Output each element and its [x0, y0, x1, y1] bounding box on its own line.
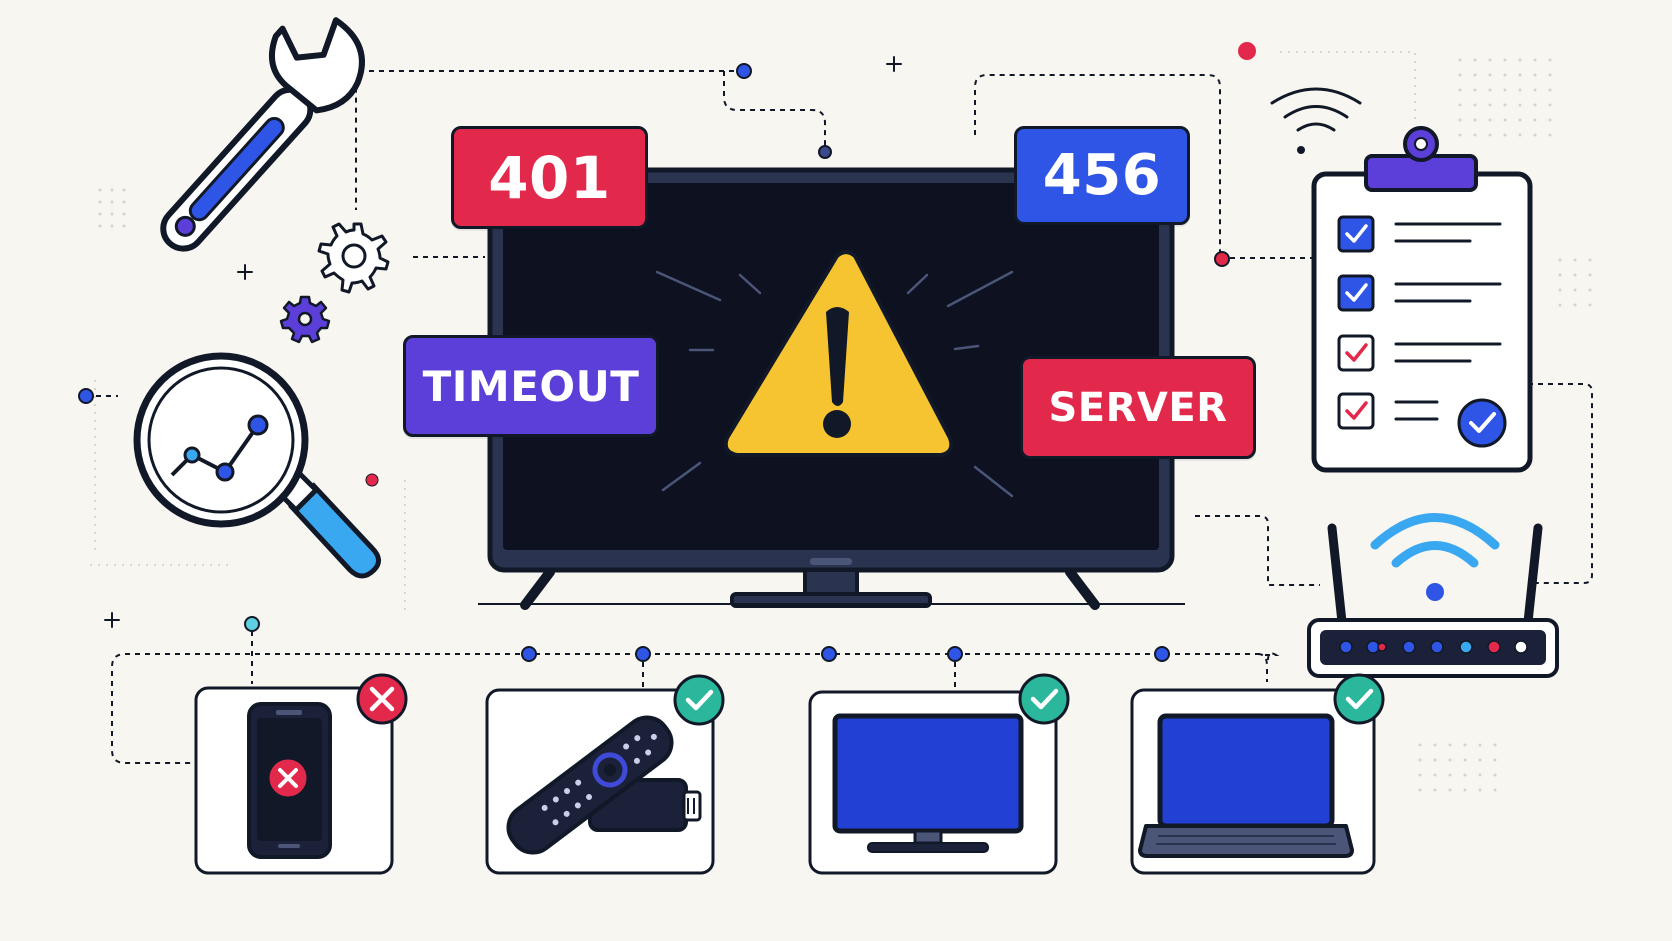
wifi-router	[1307, 513, 1559, 678]
connector-tv-router	[1195, 515, 1320, 586]
ok-status-icon	[673, 674, 725, 726]
node-blue	[521, 646, 537, 662]
graph-point	[183, 446, 201, 464]
check-circle-icon	[1457, 398, 1507, 448]
television	[478, 167, 1185, 610]
checklist-clipboard	[1311, 126, 1533, 473]
tv-leg-left	[520, 567, 555, 610]
gear-icon	[317, 222, 390, 294]
plus-icon	[886, 56, 902, 72]
node-blue	[947, 646, 963, 662]
connector-lines	[86, 70, 1593, 764]
tv-leg-right	[1065, 567, 1100, 610]
connector-top-right	[974, 74, 1221, 258]
failed-status-icon	[356, 673, 408, 725]
graph-point	[215, 462, 235, 482]
dot-red-small	[365, 473, 379, 487]
tv-logo	[810, 558, 852, 565]
router-antenna-right	[1523, 523, 1543, 627]
remote-control-icon	[506, 715, 674, 855]
error-badge-456: 456	[1014, 126, 1190, 225]
node-blue	[635, 646, 651, 662]
connector-router-bottom	[1265, 652, 1280, 661]
dot-grid-left	[98, 188, 126, 228]
dot-red	[1238, 42, 1256, 60]
plus-icon	[237, 264, 253, 280]
magnifier-icon	[133, 352, 381, 579]
checkbox-checked	[1337, 274, 1375, 312]
node-blue	[1154, 646, 1170, 662]
checkbox-checked	[1337, 334, 1375, 372]
connector-clipboard-router	[1528, 383, 1593, 584]
warning-icon	[723, 250, 954, 457]
node-blue	[821, 646, 837, 662]
node-blue	[736, 63, 752, 79]
gear-icon	[279, 295, 331, 344]
smartphone-icon	[247, 702, 332, 859]
device-card-laptop	[1130, 673, 1385, 875]
ok-status-icon	[1018, 673, 1070, 725]
node-navy	[818, 145, 832, 159]
error-badge-server: SERVER	[1020, 356, 1256, 459]
device-card-smartphone	[194, 673, 408, 875]
dot-cyan	[244, 616, 260, 632]
connector-top-center	[723, 71, 826, 152]
error-badge-401: 401	[451, 126, 648, 229]
node-blue	[78, 388, 94, 404]
error-badge-timeout: TIMEOUT	[403, 335, 659, 437]
dot-grid-bottom-right	[1418, 743, 1497, 792]
ok-status-icon	[1333, 673, 1385, 725]
device-card-monitor	[808, 673, 1070, 875]
wifi-icon	[1270, 87, 1362, 132]
wifi-signal-icon	[1370, 513, 1500, 601]
wrench-icon	[160, 17, 365, 252]
monitor-icon	[832, 713, 1024, 853]
laptop-icon	[1138, 713, 1354, 858]
plus-icon	[104, 612, 120, 628]
dot-grid-top-right	[1458, 58, 1552, 137]
device-card-streaming-stick	[485, 674, 725, 875]
connector-nodes	[78, 63, 1230, 662]
dot-small	[1297, 146, 1305, 154]
graph-point	[247, 414, 269, 436]
background-decorations	[90, 42, 1592, 792]
node-red	[1214, 251, 1230, 267]
connector-device-bus	[111, 653, 1260, 764]
checkbox-checked	[1337, 215, 1375, 253]
router-antenna-left	[1327, 523, 1347, 627]
connector-bus-right	[1257, 653, 1268, 682]
dot-grid-right-edge	[1558, 258, 1592, 307]
checkbox-checked	[1337, 392, 1375, 430]
faint-line-3	[1280, 51, 1416, 125]
